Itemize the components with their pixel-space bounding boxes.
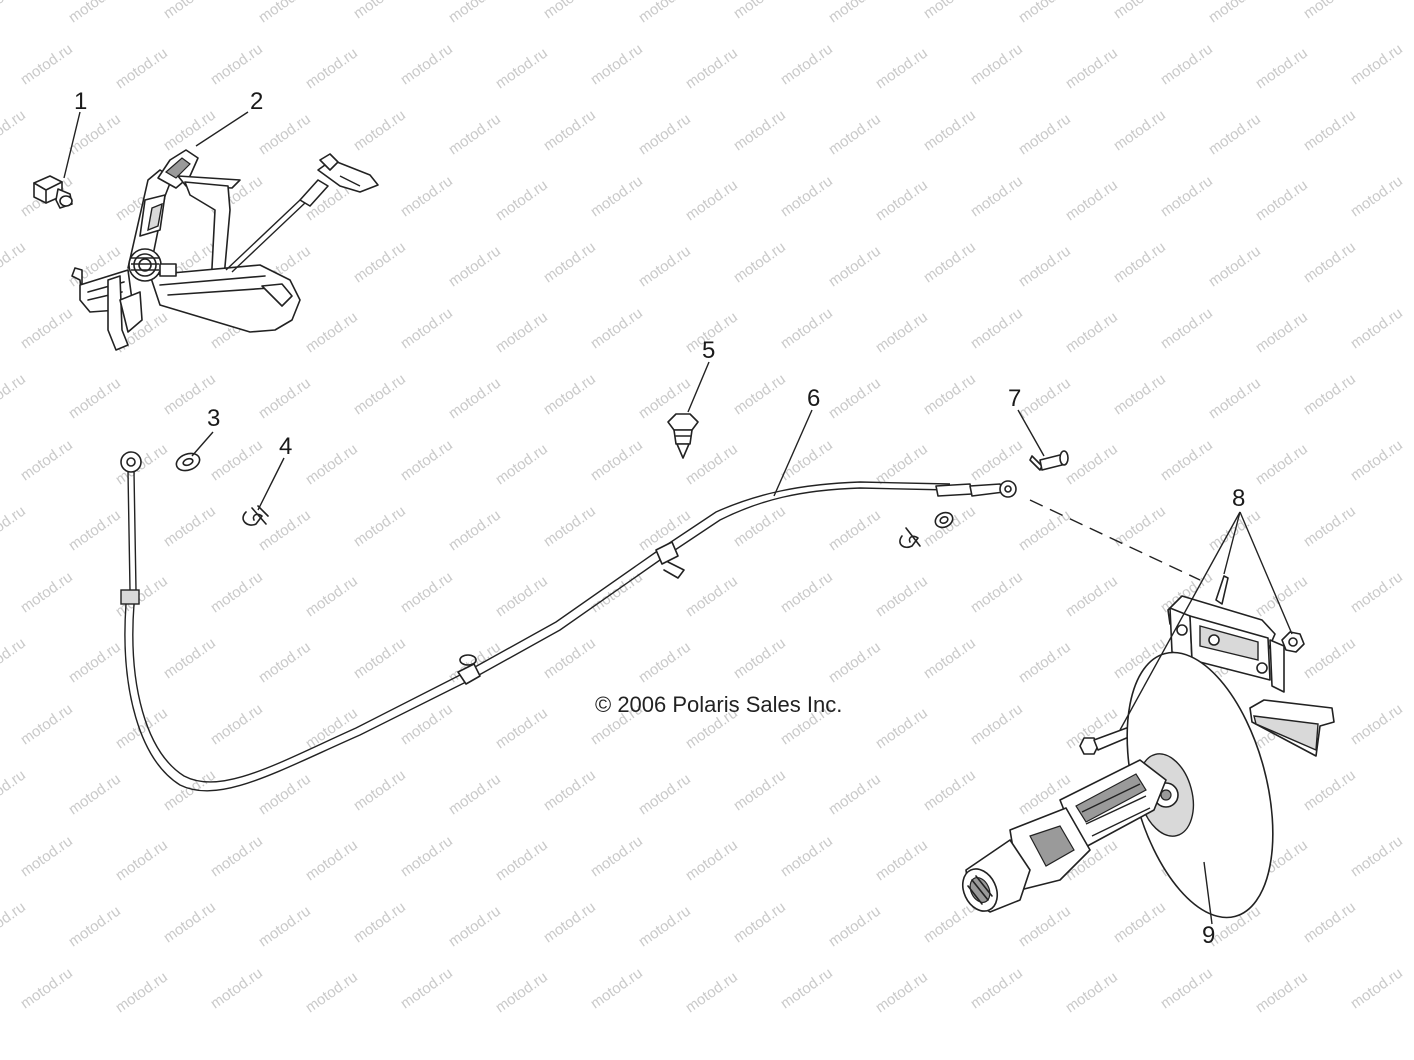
part-9-disc-driveshaft	[961, 651, 1274, 919]
brake-pad	[1249, 699, 1335, 757]
part-2-pedal-assembly	[71, 149, 379, 351]
callout-7: 7	[1008, 385, 1022, 412]
small-clip	[899, 527, 921, 549]
callout-2: 2	[250, 88, 264, 115]
small-washer	[934, 511, 954, 529]
callout-9: 9	[1202, 922, 1216, 949]
part-3-washer	[175, 452, 201, 472]
callout-5: 5	[702, 337, 716, 364]
part-5-push-pin	[667, 413, 699, 459]
alignment-dashed-line	[1029, 499, 1201, 581]
leader-lines	[63, 111, 1293, 925]
part-1-bolt	[33, 175, 73, 209]
part-4-clip	[242, 505, 269, 526]
copyright-notice: © 2006 Polaris Sales Inc.	[595, 692, 843, 717]
callout-6: 6	[807, 385, 821, 412]
callout-8: 8	[1232, 485, 1246, 512]
part-7-pin	[1029, 450, 1069, 471]
callout-4: 4	[279, 433, 293, 460]
part-6-brake-cable	[120, 451, 1017, 792]
callout-3: 3	[207, 405, 221, 432]
callout-1: 1	[74, 88, 88, 115]
part-8-caliper-kit	[1079, 575, 1305, 755]
